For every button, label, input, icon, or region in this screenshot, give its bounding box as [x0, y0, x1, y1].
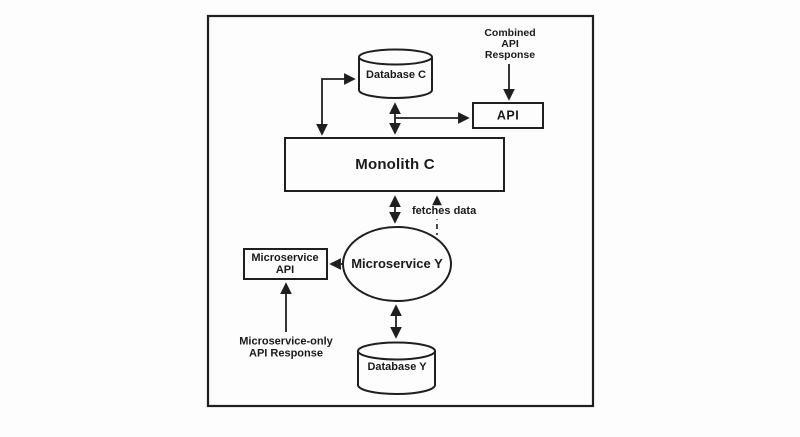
microservice-api-label-line: API — [275, 264, 295, 276]
combined-api-response-line: Combined — [484, 26, 536, 39]
combined-api-response-line: Response — [484, 48, 536, 61]
combined-api-response-line: API — [501, 37, 519, 50]
arrow-monolith-database-elbow — [316, 73, 356, 136]
diagram-frame — [206, 14, 595, 408]
database-c-label: Database C — [366, 69, 426, 82]
database-y-cylinder — [357, 341, 436, 395]
microservice-y-label: Microservice Y — [351, 256, 443, 272]
microservice-only-response-line: Microservice-only — [239, 335, 333, 348]
api-box — [472, 102, 544, 129]
microservice-only-response-line: API Response — [249, 347, 323, 359]
microservice-api-label-line: Microservice — [251, 252, 319, 264]
api-label: API — [496, 108, 520, 123]
combined-api-response-label: Combined API Response — [484, 28, 535, 60]
microservice-api-box — [243, 248, 328, 280]
database-c-cylinder — [358, 48, 433, 99]
microservice-only-response-label: Microservice-only API Response — [239, 335, 333, 360]
fetches-data-label: fetches data — [410, 205, 479, 219]
monolith-c-box — [284, 137, 505, 192]
monolith-c-label: Monolith C — [355, 156, 435, 174]
microservice-api-label: Microservice API — [251, 252, 318, 276]
microservice-y-ellipse — [342, 226, 452, 302]
database-y-label: Database Y — [367, 361, 427, 374]
